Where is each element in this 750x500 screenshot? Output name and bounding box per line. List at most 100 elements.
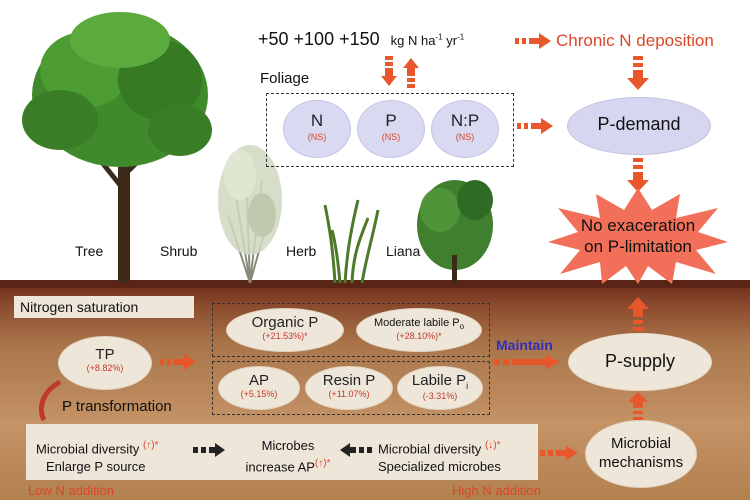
labile-pi-label: Labile Pi [398,372,482,391]
chronic-right-arrow [515,33,551,49]
organic-p-node: Organic P (+21.53%)* [226,308,344,352]
high-n-block: Microbial diversity (↓)* Specialized mic… [378,437,548,476]
maintain-arrow [494,355,560,369]
foliage-p: P (NS) [357,100,425,158]
low-n-line1-text: Microbial diversity [36,441,140,457]
no-exacerbation-line2: on P-limitation [584,237,692,256]
chronic-n-deposition: Chronic N deposition [556,31,714,50]
p-demand-label: P-demand [597,114,681,134]
low-to-mid-arrow [193,443,225,457]
foliage-np-label: N:P [450,111,480,130]
resin-p-label: Resin P [322,372,376,389]
foliage-to-demand-arrow [517,118,553,134]
moderate-labile-value: (+28.10%)* [396,331,442,342]
p-supply-node: P-supply [568,333,712,391]
high-to-mid-arrow [340,443,372,457]
foliage-n: N (NS) [283,100,351,158]
low-n-line2: Enlarge P source [46,459,146,475]
shrub-label: Shrub [160,243,198,259]
moderate-labile-sub: o [459,322,465,332]
low-n-addition: Low N addition [28,483,114,498]
no-exacerbation-line1: No exaceration [580,216,696,235]
microbial-band [26,424,538,480]
units-prefix: kg N ha [390,33,436,48]
foliage-p-label: P [385,111,397,130]
tp-label: TP [95,346,115,363]
p-transformation-label: P transformation [62,398,172,415]
foliage-n-label: N [310,111,324,130]
units-exp2: -1 [457,32,465,42]
no-exacerbation-text: No exaceration on P-limitation [556,215,720,257]
foliage-np-note: (NS) [455,132,475,142]
liana-label: Liana [386,243,421,259]
supply-up-arrow [627,297,649,331]
available-pool-box [212,361,490,415]
plant-illustrations [22,12,493,284]
p-demand-node: P-demand [567,97,711,155]
low-n-line1: Microbial diversity (↑)* [36,437,216,458]
foliage-exchange-arrows [381,56,419,88]
high-n-line1-text: Microbial diversity [378,441,482,457]
microbial-mechanisms-line1: Microbial [610,435,671,452]
high-n-line2: Specialized microbes [378,459,501,475]
organic-p-value: (+21.53%)* [262,331,308,341]
labile-pi-sub: i [466,381,469,391]
moderate-labile-label: Moderate labile Po [357,317,481,331]
no-exacerbation-burst [548,188,728,284]
labile-pi-text: Labile P [411,372,467,389]
microbial-mechanisms-label: Microbial mechanisms [586,434,696,472]
high-n-addition: High N addition [452,483,541,498]
ap-node: AP (+5.15%) [218,366,300,410]
liana-illustration [417,180,493,283]
high-n-down-arrow: (↓)* [484,440,501,451]
tree-label: Tree [75,243,104,259]
herb-illustration [323,199,380,284]
tp-value: (+8.82%) [86,363,124,373]
foliage-title: Foliage [260,70,310,87]
low-n-block: Microbial diversity (↑)* Enlarge P sourc… [36,437,216,476]
tp-node: TP (+8.82%) [58,336,152,390]
organic-pool-box [212,303,490,357]
herb-label: Herb [286,243,317,259]
n-units: kg N ha-1 yr-1 [391,33,465,48]
moderate-labile-text: Moderate labile P [373,317,460,329]
labile-pi-node: Labile Pi (-3.31%) [397,366,483,410]
mid-line2-text: increase AP [245,459,315,475]
units-mid: yr [442,33,458,48]
microbial-up-arrow [628,392,648,420]
n-levels-values: +50 +100 +150 [258,29,380,49]
microbial-mechanisms-node: Microbial mechanisms [585,420,697,488]
resin-p-value: (+11.07%) [328,389,370,399]
mid-line1: Microbes [261,438,315,453]
mid-line2: increase AP(↑)* [230,455,346,476]
tree-illustration [22,12,212,283]
labile-pi-value: (-3.31%) [422,391,458,401]
foliage-box [266,93,514,167]
foliage-p-note: (NS) [381,132,401,142]
tp-right-arrow [160,354,196,370]
units-exp1: -1 [435,32,443,42]
organic-p-label: Organic P [251,314,319,331]
foliage-n-note: (NS) [307,132,327,142]
band-to-mechanisms-arrow [540,446,578,460]
p-supply-label: P-supply [604,351,676,371]
ground-surface [0,280,750,288]
nitrogen-saturation: Nitrogen saturation [14,296,194,318]
mid-block: Microbes increase AP(↑)* [230,437,346,476]
ap-label: AP [248,372,269,389]
resin-p-node: Resin P (+11.07%) [305,366,393,410]
maintain-label: Maintain [496,337,553,353]
ap-value: (+5.15%) [240,389,278,399]
high-n-line1: Microbial diversity (↓)* [378,437,548,458]
microbial-mechanisms-line2: mechanisms [598,454,684,471]
demand-down-arrow [627,158,649,192]
chronic-down-arrow [627,56,649,90]
n-levels: +50 +100 +150 kg N ha-1 yr-1 [258,29,464,50]
low-n-up-arrow: (↑)* [142,440,159,451]
mid-up-arrow: (↑)* [314,458,331,469]
shrub-illustration [218,145,282,284]
foliage-np: N:P (NS) [431,100,499,158]
moderate-labile-node: Moderate labile Po (+28.10%)* [356,308,482,352]
p-transformation-curve [38,379,62,422]
